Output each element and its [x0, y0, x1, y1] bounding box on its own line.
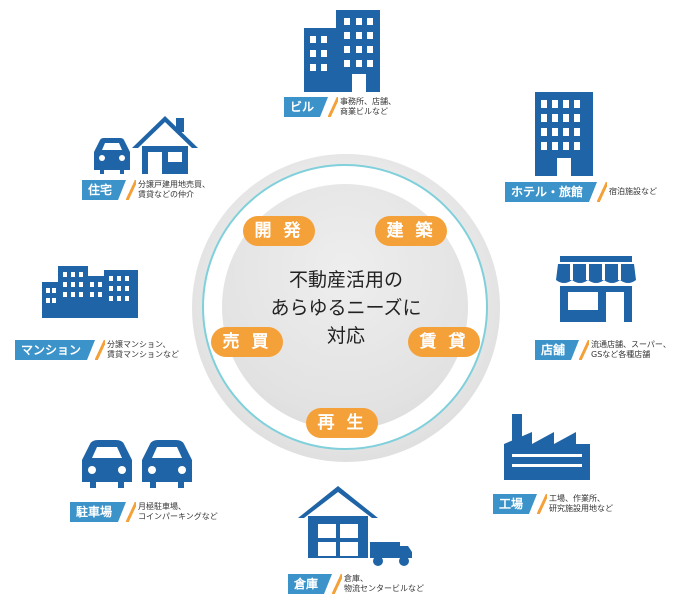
category-parking-tag: 駐車場 月極駐車場、 コインパーキングなど [70, 502, 218, 522]
service-kaihatsu: 開 発 [243, 216, 315, 246]
category-mansion-label: マンション [15, 340, 96, 360]
slash-decoration [537, 494, 548, 514]
category-building-tag: ビル 事務所、店舗、 商業ビルなど [284, 97, 396, 117]
desc-line-2: コインパーキングなど [138, 512, 218, 521]
category-warehouse-tag: 倉庫 倉庫、 物流センタービルなど [288, 574, 424, 594]
service-baibai: 売 買 [211, 327, 283, 357]
category-factory-tag: 工場 工場、作業所、 研究施設用地など [493, 494, 613, 514]
category-mansion-desc: 分譲マンション、 賃貸マンションなど [107, 340, 179, 360]
category-hotel-label: ホテル・旅館 [505, 182, 598, 202]
slash-decoration [328, 97, 339, 117]
warehouse-icon [296, 482, 414, 568]
slash-decoration [126, 502, 137, 522]
slash-decoration [597, 182, 608, 202]
service-kenchiku: 建 築 [375, 216, 447, 246]
category-factory-label: 工場 [493, 494, 538, 514]
desc-line-1: 流通店舗、スーパー、 [591, 340, 671, 349]
category-warehouse-label: 倉庫 [288, 574, 333, 594]
category-hotel-tag: ホテル・旅館 宿泊施設など [505, 182, 657, 202]
desc-line-2: GSなど各種店舗 [591, 350, 651, 359]
category-house-tag: 住宅 分譲戸建用地売買、 賃貸などの仲介 [82, 180, 210, 200]
house-icon [92, 112, 198, 174]
service-chintai: 賃 貸 [408, 327, 480, 357]
desc-line-2: 研究施設用地など [549, 504, 614, 513]
desc-line-1: 工場、作業所、 [549, 494, 606, 503]
office-building-icon [304, 10, 380, 92]
slash-decoration [126, 180, 137, 200]
category-building-label: ビル [284, 97, 329, 117]
slash-decoration [95, 340, 106, 360]
category-building-desc: 事務所、店舗、 商業ビルなど [340, 97, 396, 117]
desc-line-1: 事務所、店舗、 [340, 97, 397, 106]
category-factory-desc: 工場、作業所、 研究施設用地など [549, 494, 613, 514]
slash-decoration [579, 340, 590, 360]
desc-line-2: 賃貸マンションなど [107, 350, 180, 359]
desc-line-2: 物流センタービルなど [344, 584, 425, 593]
desc-line-1: 分譲マンション、 [107, 340, 171, 349]
center-line-1: 不動産活用の [288, 269, 403, 291]
desc-line-1: 月極駐車場、 [138, 502, 187, 511]
hotel-icon [535, 92, 593, 176]
center-message: 不動産活用の あらゆるニーズに 対応 [264, 266, 428, 350]
category-store-desc: 流通店舗、スーパー、 GSなど各種店舗 [591, 340, 671, 360]
category-parking-desc: 月極駐車場、 コインパーキングなど [138, 502, 218, 522]
mansion-icon [42, 266, 138, 318]
slash-decoration [332, 574, 343, 594]
category-mansion-tag: マンション 分譲マンション、 賃貸マンションなど [15, 340, 179, 360]
category-house-label: 住宅 [82, 180, 127, 200]
service-saisei: 再 生 [306, 408, 378, 438]
category-store-tag: 店舗 流通店舗、スーパー、 GSなど各種店舗 [535, 340, 671, 360]
parking-icon [78, 440, 198, 488]
store-icon [556, 256, 636, 322]
desc-line-1: 倉庫、 [344, 574, 369, 583]
desc-line-1: 分譲戸建用地売買、 [138, 180, 211, 189]
desc-line-1: 宿泊施設など [609, 187, 658, 196]
category-hotel-desc: 宿泊施設など [609, 187, 657, 197]
category-store-label: 店舗 [535, 340, 580, 360]
category-house-desc: 分譲戸建用地売買、 賃貸などの仲介 [138, 180, 210, 200]
factory-icon [504, 414, 590, 480]
category-parking-label: 駐車場 [70, 502, 127, 522]
center-line-2: あらゆるニーズに [270, 297, 422, 319]
desc-line-2: 商業ビルなど [340, 107, 389, 116]
desc-line-2: 賃貸などの仲介 [138, 190, 195, 199]
center-line-3: 対応 [326, 325, 365, 347]
category-warehouse-desc: 倉庫、 物流センタービルなど [344, 574, 424, 594]
